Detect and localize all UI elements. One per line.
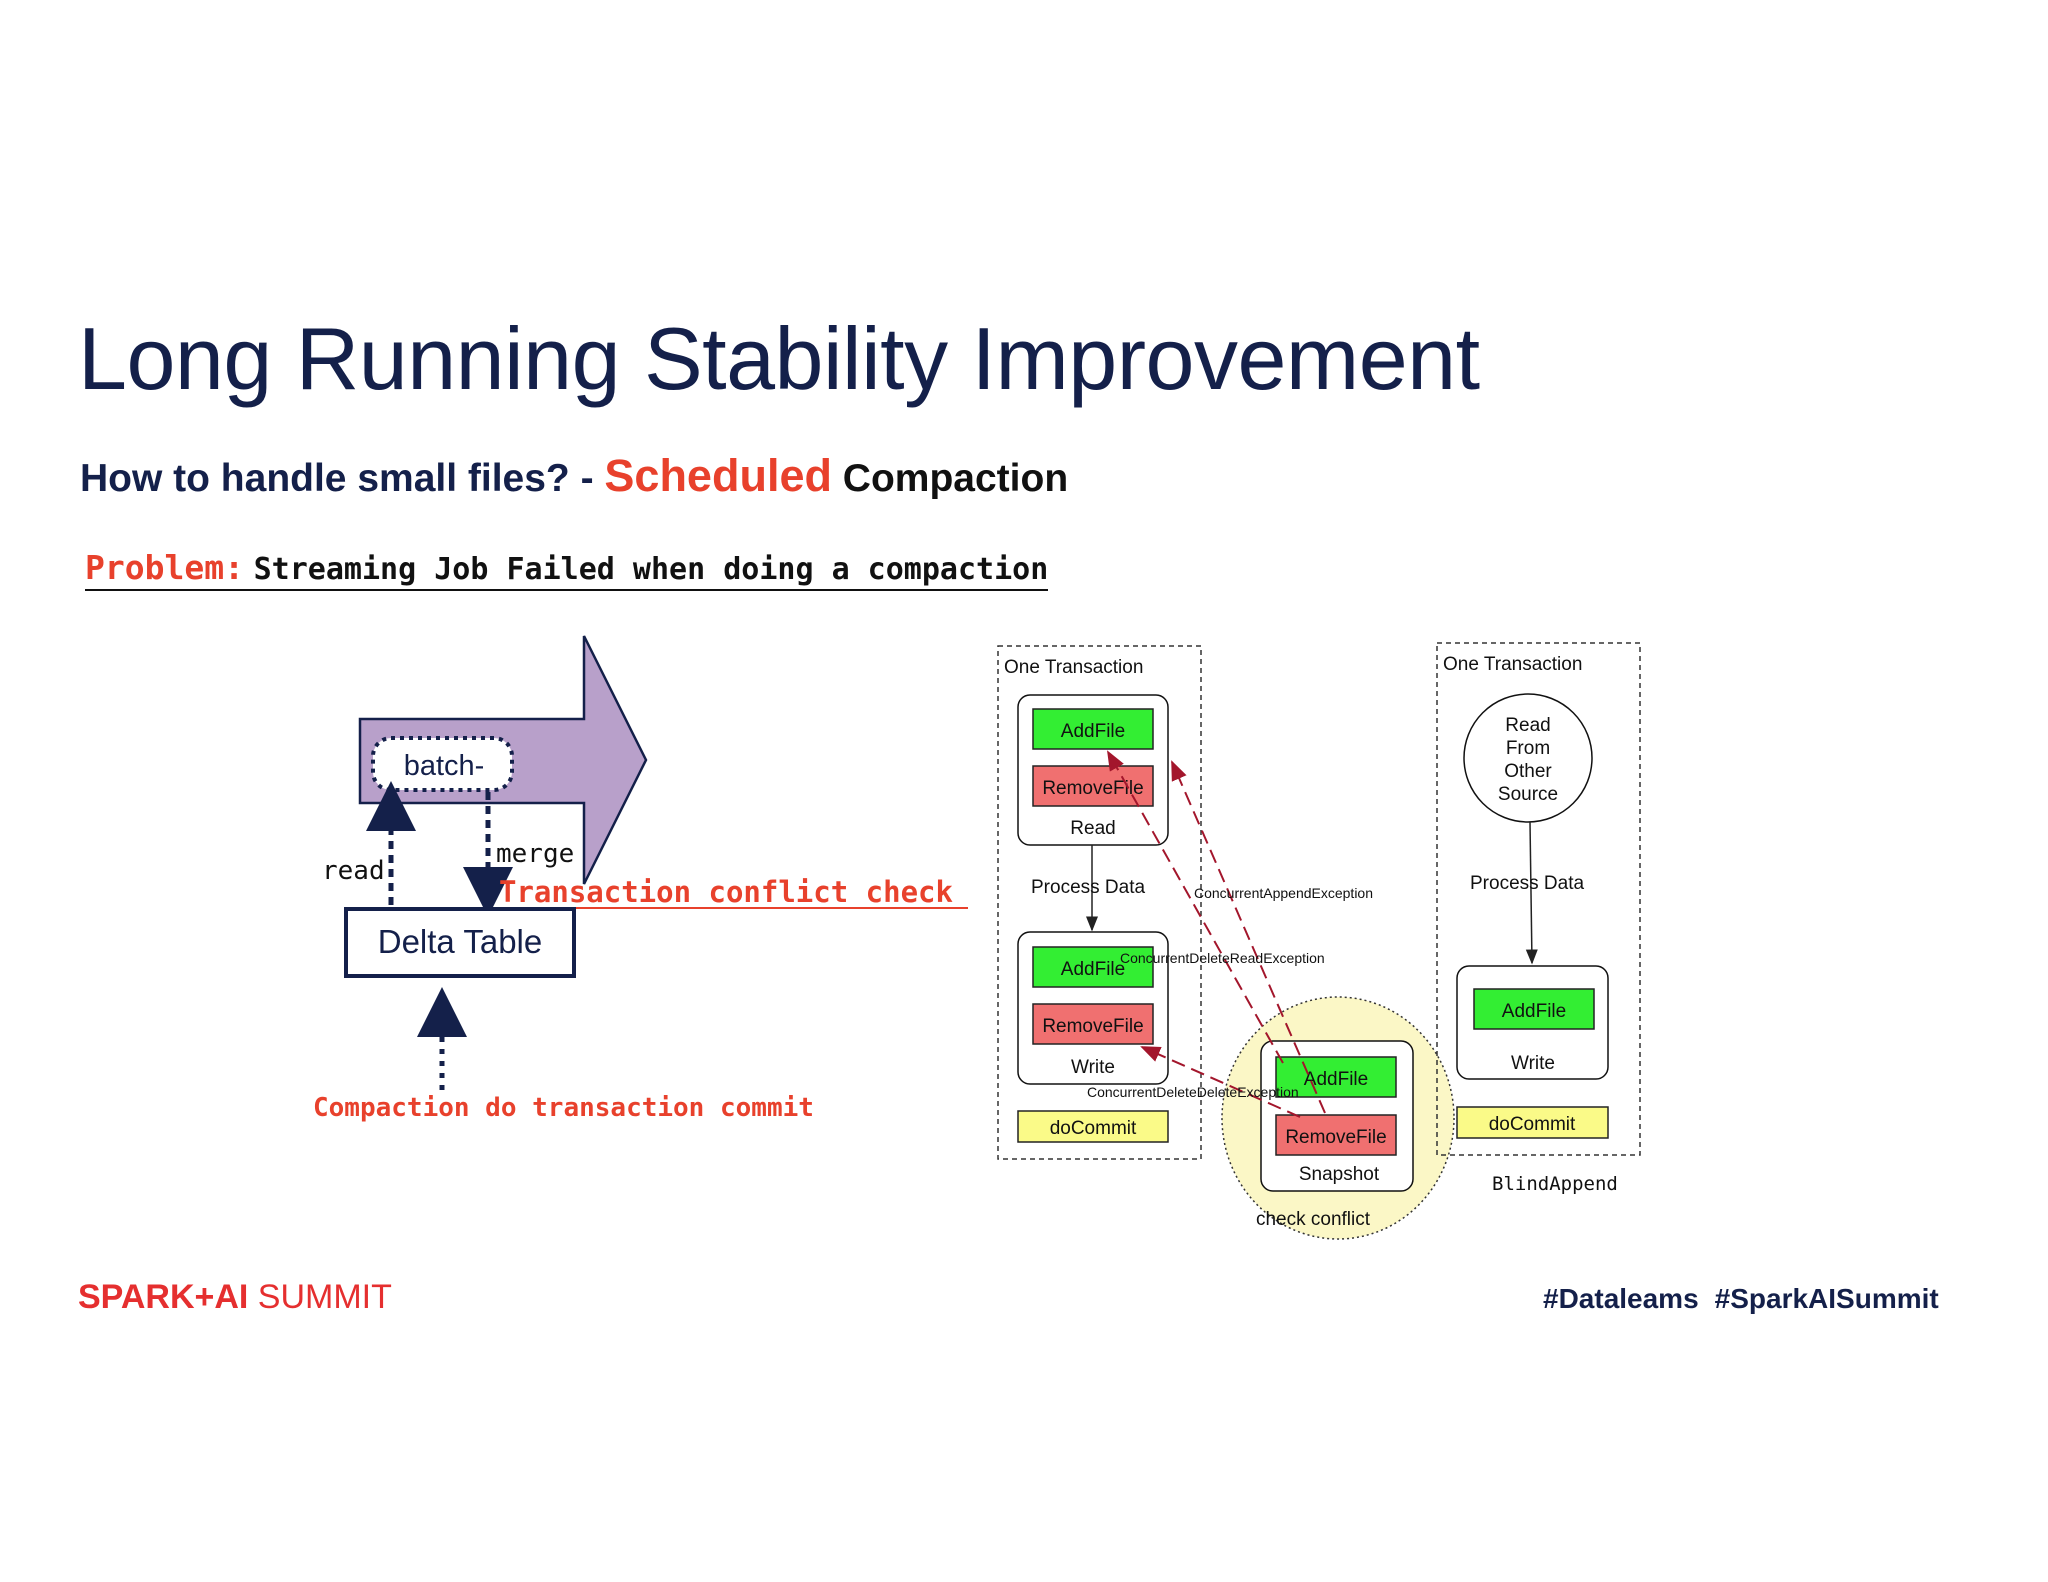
subtitle-accent: Scheduled bbox=[604, 450, 832, 501]
subtitle-prefix: How to handle small files? - bbox=[80, 457, 605, 500]
delta-table-label: Delta Table bbox=[378, 923, 543, 960]
read-removefile bbox=[1032, 765, 1154, 807]
conflict-check-label: Transaction conflict check bbox=[499, 875, 953, 909]
snapshot-addfile bbox=[1275, 1056, 1397, 1098]
logo-strong: SPARK+AI bbox=[78, 1278, 249, 1316]
concurrent-append-arrow bbox=[1171, 760, 1326, 1114]
docommit-2 bbox=[1456, 1106, 1609, 1139]
docommit-1 bbox=[1017, 1110, 1169, 1143]
problem-label: Problem: bbox=[85, 548, 244, 587]
other-source-node bbox=[1463, 693, 1593, 823]
concurrent-delete-delete-arrow bbox=[1140, 1046, 1301, 1118]
process-arrow-2 bbox=[1525, 821, 1538, 965]
docommit-2-label: doCommit bbox=[1489, 1114, 1576, 1135]
read-label: read bbox=[322, 856, 385, 886]
other-source-line-4: Source bbox=[1498, 784, 1558, 805]
problem-text: Streaming Job Failed when doing a compac… bbox=[253, 552, 1049, 587]
batch-label: batch- bbox=[404, 750, 485, 782]
other-source-line-3: Other bbox=[1504, 761, 1552, 782]
write-addfile-2-label: AddFile bbox=[1502, 1001, 1566, 1022]
summit-logo: SPARK+AI SUMMIT bbox=[78, 1278, 392, 1317]
snapshot-removefile-label: RemoveFile bbox=[1285, 1127, 1386, 1148]
blind-append-label: BlindAppend bbox=[1492, 1173, 1618, 1195]
concurrent-delete-read-arrow bbox=[1107, 750, 1284, 1064]
batch-box bbox=[371, 736, 514, 792]
process-label-2: Process Data bbox=[1470, 873, 1584, 894]
concurrent-append-label: ConcurrentAppendException bbox=[1194, 885, 1373, 901]
process-label-1: Process Data bbox=[1031, 877, 1145, 898]
hashtag-sparkaisummit: #SparkAISummit bbox=[1714, 1283, 1939, 1314]
snapshot-caption: Snapshot bbox=[1299, 1164, 1380, 1185]
problem-statement: Problem: Streaming Job Failed when doing… bbox=[85, 548, 1049, 591]
transaction-2-frame bbox=[1436, 642, 1641, 1156]
hashtags: #Dataleams #SparkAISummit bbox=[1543, 1283, 1939, 1315]
read-removefile-label: RemoveFile bbox=[1042, 778, 1143, 799]
logo-light: SUMMIT bbox=[248, 1278, 392, 1316]
slide-subtitle: How to handle small files? - Scheduled C… bbox=[80, 450, 1068, 502]
write-removefile-label: RemoveFile bbox=[1042, 1016, 1143, 1037]
transaction-1-title: One Transaction bbox=[1004, 657, 1143, 678]
merge-label: merge bbox=[496, 839, 574, 869]
transaction-2-title: One Transaction bbox=[1443, 654, 1582, 675]
compaction-label: Compaction do transaction commit bbox=[313, 1093, 814, 1123]
write-addfile-2 bbox=[1473, 988, 1595, 1030]
docommit-1-label: doCommit bbox=[1050, 1118, 1137, 1139]
other-source-line-2: From bbox=[1506, 738, 1550, 759]
concurrent-delete-read-label: ConcurrentDeleteReadException bbox=[1120, 950, 1325, 966]
snapshot-addfile-label: AddFile bbox=[1304, 1069, 1368, 1090]
other-source-line-1: Read bbox=[1505, 715, 1550, 736]
write-caption-2: Write bbox=[1511, 1053, 1555, 1074]
write-caption: Write bbox=[1071, 1057, 1115, 1078]
write-addfile bbox=[1032, 946, 1154, 988]
snapshot-removefile bbox=[1275, 1114, 1397, 1156]
transaction-1-frame bbox=[997, 645, 1202, 1160]
hashtag-dataleams: #Dataleams bbox=[1543, 1283, 1699, 1314]
delta-table-box bbox=[344, 907, 576, 978]
concurrent-delete-delete-label: ConcurrentDeleteDeleteException bbox=[1087, 1084, 1299, 1100]
write-addfile-label: AddFile bbox=[1061, 959, 1125, 980]
write-removefile bbox=[1032, 1003, 1154, 1045]
read-caption: Read bbox=[1070, 818, 1115, 839]
slide-title: Long Running Stability Improvement bbox=[78, 309, 1480, 408]
read-addfile-label: AddFile bbox=[1061, 721, 1125, 742]
subtitle-suffix: Compaction bbox=[831, 457, 1069, 500]
check-conflict-label: check conflict bbox=[1256, 1209, 1371, 1230]
read-addfile bbox=[1032, 708, 1154, 750]
